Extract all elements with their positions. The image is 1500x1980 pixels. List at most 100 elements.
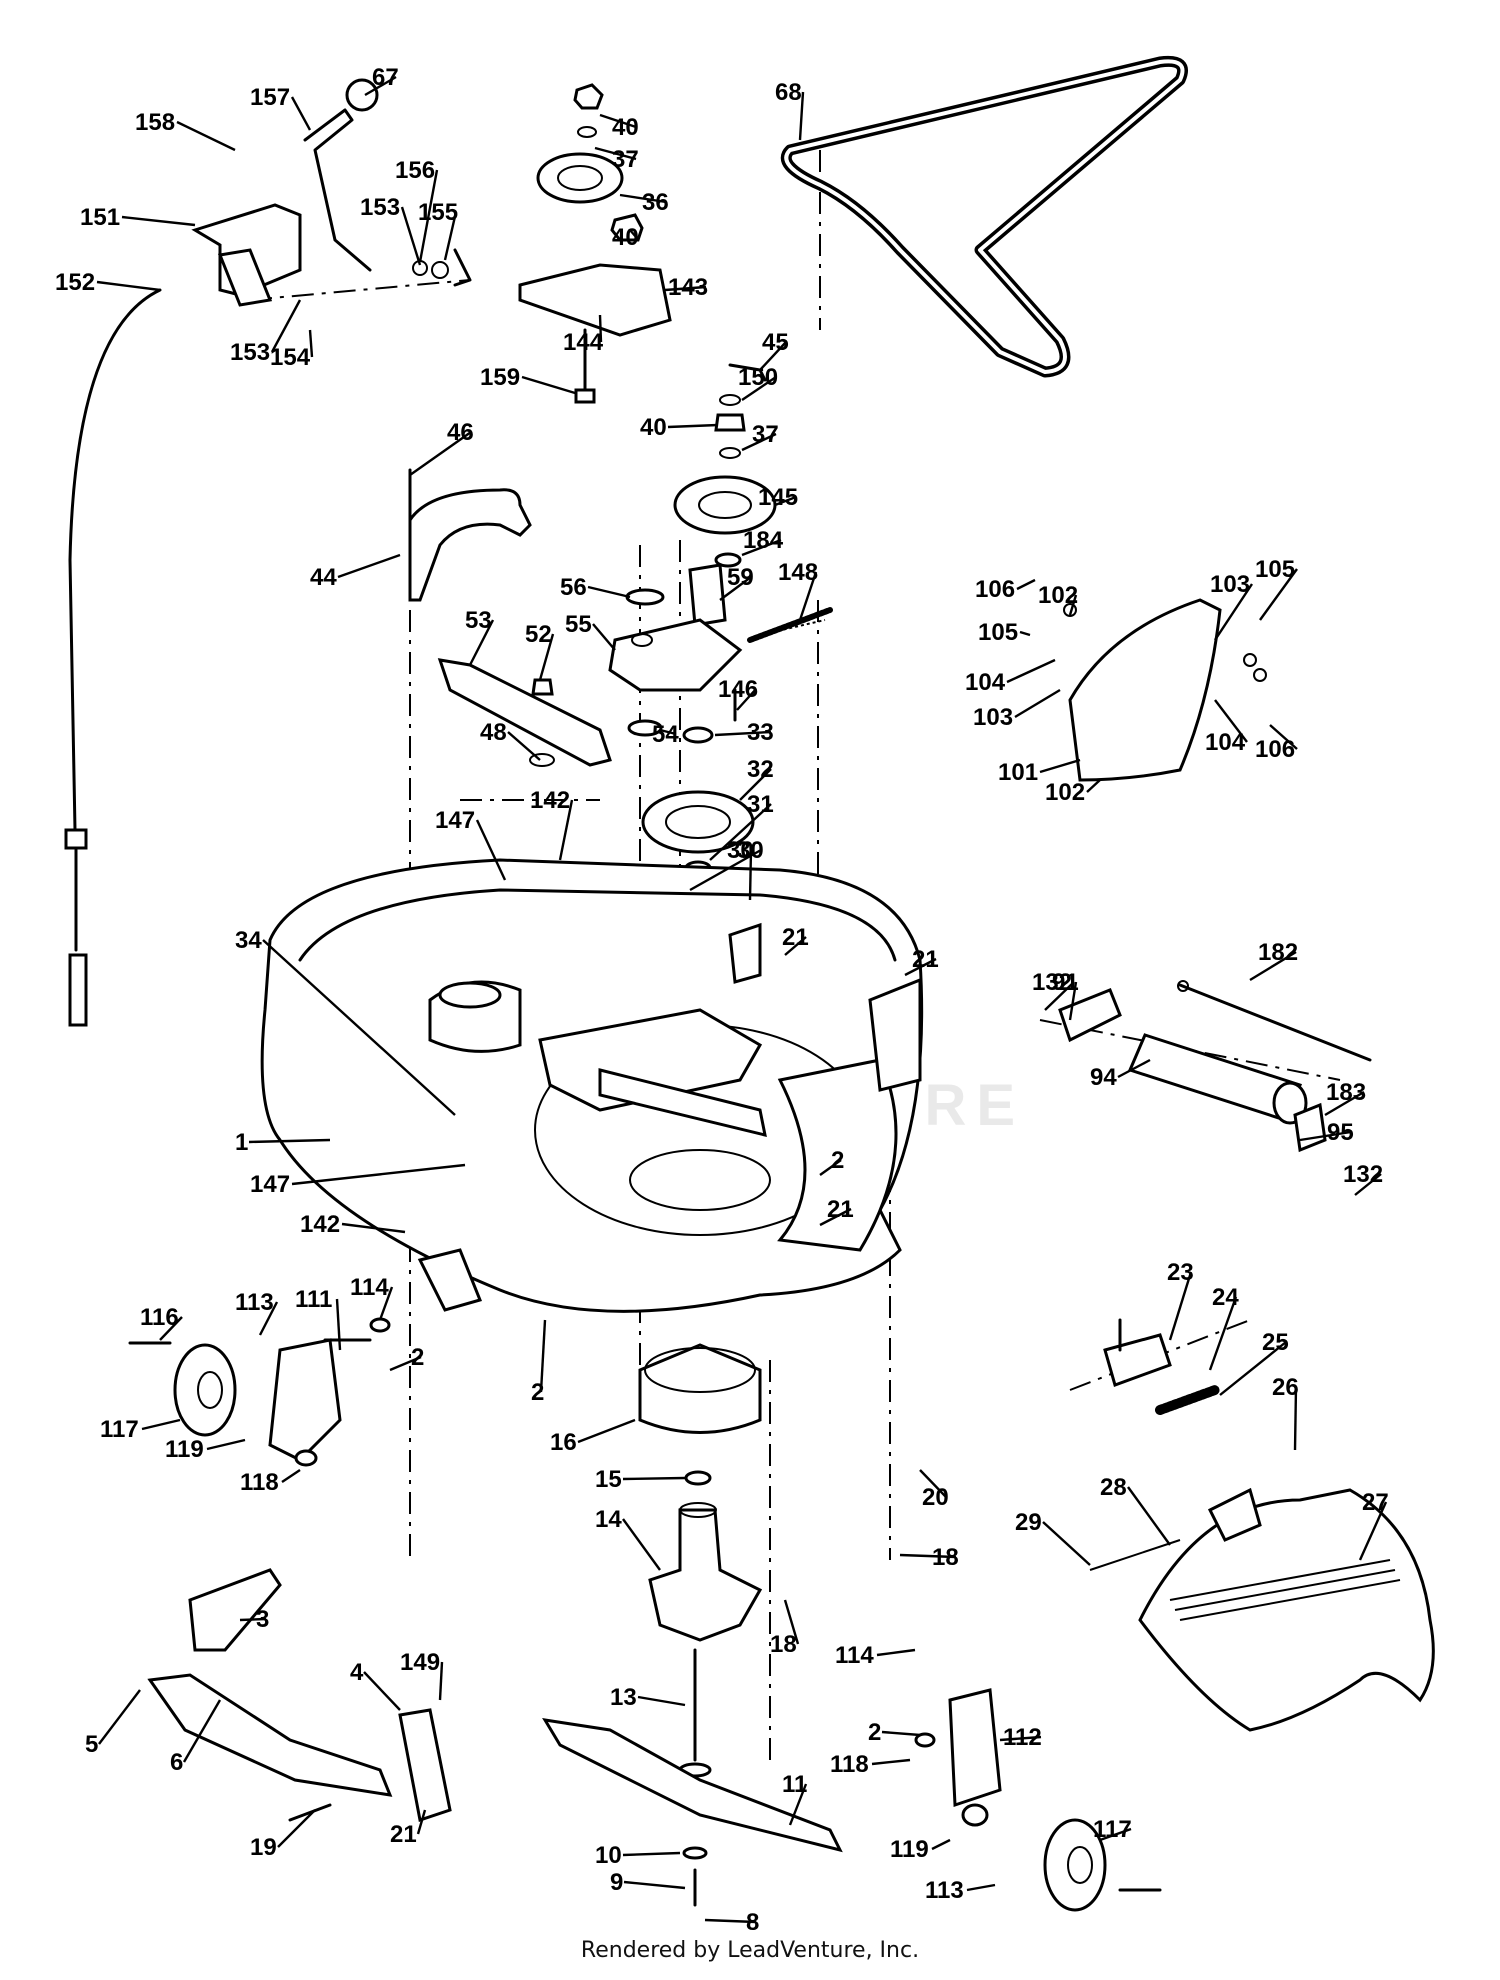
callout-leader-33 <box>714 730 772 737</box>
callout-94: 94 <box>1090 1064 1117 1091</box>
callout-leader-2 <box>389 1355 422 1372</box>
callout-56: 56 <box>560 574 587 601</box>
callout-leader-91 <box>1068 981 1078 1021</box>
callout-155: 155 <box>418 199 458 226</box>
callout-151: 151 <box>80 204 120 231</box>
callout-34: 34 <box>235 927 262 954</box>
callout-leader-44 <box>337 553 401 579</box>
callout-26: 26 <box>1272 1374 1299 1401</box>
callout-18: 18 <box>932 1544 959 1571</box>
callout-leader-26 <box>1293 1386 1298 1451</box>
callout-leader-105 <box>1019 630 1031 637</box>
callout-leader-48 <box>507 731 541 761</box>
callout-146: 146 <box>718 676 758 703</box>
callout-leader-94 <box>1117 1058 1151 1079</box>
callout-leader-113 <box>966 1883 996 1892</box>
callout-leader-118 <box>871 1758 911 1766</box>
deflector-shield <box>1063 598 1267 782</box>
callout-102: 102 <box>1045 779 1085 806</box>
chute-bracket <box>1103 1318 1172 1387</box>
callout-113: 113 <box>925 1877 964 1904</box>
callout-leader-183 <box>1324 1090 1365 1117</box>
callout-leader-18 <box>783 1599 800 1645</box>
callout-leader-5 <box>98 1689 141 1745</box>
callout-leader-37 <box>594 146 637 161</box>
callout-2: 2 <box>831 1147 844 1174</box>
callout-leader-146 <box>736 688 757 711</box>
callout-53: 53 <box>465 607 492 634</box>
callout-leader-3 <box>239 1617 267 1622</box>
callout-leader-40 <box>599 113 637 129</box>
callout-leader-18 <box>899 1553 957 1559</box>
callout-leader-159 <box>521 375 576 395</box>
callout-leader-154 <box>308 329 314 358</box>
callout-29: 29 <box>1015 1509 1042 1536</box>
callout-103: 103 <box>973 704 1013 731</box>
callout-95: 95 <box>1327 1119 1354 1146</box>
callout-leader-53 <box>468 619 495 666</box>
callout-leader-150 <box>741 376 777 401</box>
idler-pulley-top <box>518 83 672 404</box>
belt-guard-and-idler-arm <box>408 468 743 767</box>
discharge-chute <box>1089 1487 1435 1732</box>
callout-142: 142 <box>300 1211 340 1238</box>
callout-leader-119 <box>931 1838 951 1851</box>
callout-148: 148 <box>778 559 818 586</box>
callout-leader-10 <box>622 1851 681 1857</box>
callout-105: 105 <box>1255 556 1295 583</box>
callout-2: 2 <box>531 1379 544 1406</box>
callout-leader-40 <box>667 423 719 429</box>
callout-157: 157 <box>250 84 290 111</box>
callout-6: 6 <box>170 1749 183 1776</box>
callout-leader-28 <box>1127 1486 1171 1546</box>
callout-40: 40 <box>612 114 639 141</box>
callout-153: 153 <box>230 339 270 366</box>
callout-leader-117 <box>141 1418 181 1431</box>
callout-182: 182 <box>1258 939 1298 966</box>
callout-105: 105 <box>978 619 1018 646</box>
spindle-assembly <box>542 1343 843 1907</box>
callout-leader-103 <box>1213 583 1254 641</box>
callout-leader-104 <box>1214 699 1248 743</box>
callout-leader-52 <box>538 633 555 681</box>
callout-143: 143 <box>668 274 708 301</box>
callout-21: 21 <box>912 946 939 973</box>
callout-leader-148 <box>798 571 818 621</box>
callout-leader-149 <box>438 1661 444 1701</box>
callout-leader-25 <box>1219 1341 1287 1396</box>
callout-leader-132 <box>1044 981 1075 1011</box>
callout-111: 111 <box>295 1286 332 1313</box>
callout-153: 153 <box>360 194 400 221</box>
callout-104: 104 <box>1205 729 1246 756</box>
callout-leader-15 <box>622 1476 686 1481</box>
callout-55: 55 <box>565 611 592 638</box>
callout-15: 15 <box>595 1466 622 1493</box>
callout-67: 67 <box>372 64 399 91</box>
callout-21: 21 <box>782 924 809 951</box>
callout-leader-112 <box>999 1735 1042 1742</box>
callout-144: 144 <box>563 329 604 356</box>
callout-leader-153 <box>270 299 302 353</box>
callout-leader-147 <box>475 819 507 881</box>
callout-leader-54 <box>659 728 677 736</box>
callout-11: 11 <box>782 1771 807 1798</box>
callout-59: 59 <box>727 564 754 591</box>
callout-leader-104 <box>1006 658 1056 684</box>
callout-159: 159 <box>480 364 520 391</box>
callout-2: 2 <box>411 1344 424 1371</box>
callout-104: 104 <box>965 669 1006 696</box>
callout-leader-144 <box>598 314 603 343</box>
callout-leader-46 <box>409 431 472 476</box>
callout-112: 112 <box>1003 1724 1042 1751</box>
callout-leader-143 <box>664 285 707 292</box>
callout-leader-31 <box>709 803 772 861</box>
callout-13: 13 <box>610 1684 637 1711</box>
callout-leader-6 <box>182 1699 222 1763</box>
callout-leader-30 <box>748 849 753 901</box>
callout-152: 152 <box>55 269 95 296</box>
gauge-wheel-left <box>128 1317 391 1467</box>
callout-leader-2 <box>819 1159 842 1176</box>
callout-leader-24 <box>1208 1296 1238 1371</box>
callout-leader-158 <box>176 120 236 152</box>
